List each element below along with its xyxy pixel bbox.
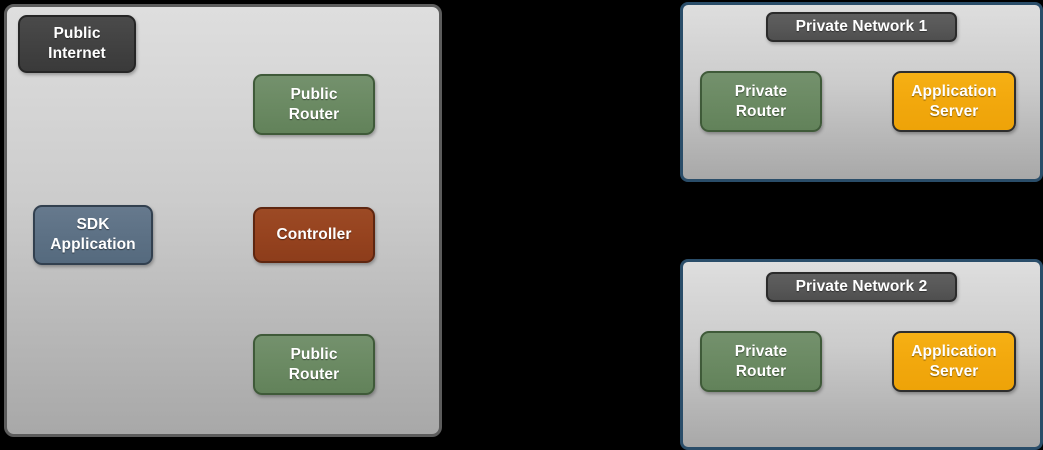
node-label-line-2: Server bbox=[929, 102, 979, 120]
node-label-line-1: SDK bbox=[76, 216, 110, 234]
node-label-line-1: Public bbox=[290, 85, 338, 103]
node-application-server-2[interactable]: Application Server bbox=[892, 331, 1016, 392]
node-public-router-2[interactable]: Public Router bbox=[253, 334, 375, 395]
private-network-2-panel: Private Network 2 Private Router Applica… bbox=[680, 259, 1043, 450]
node-label-line-1: Public bbox=[290, 345, 338, 363]
node-application-server-1[interactable]: Application Server bbox=[892, 71, 1016, 132]
node-label-line-1: Controller bbox=[276, 226, 352, 244]
node-label-line-2: Router bbox=[288, 365, 340, 383]
node-sdk-application[interactable]: SDK Application bbox=[33, 205, 153, 265]
private-network-2-title-badge: Private Network 2 bbox=[766, 272, 957, 302]
node-private-router-1[interactable]: Private Router bbox=[700, 71, 822, 132]
node-label-line-2: Application bbox=[50, 236, 136, 253]
node-public-router-1[interactable]: Public Router bbox=[253, 74, 375, 135]
private-network-1-title-badge: Private Network 1 bbox=[766, 12, 957, 42]
node-controller[interactable]: Controller bbox=[253, 207, 375, 263]
node-label-line-1: Public bbox=[53, 25, 101, 43]
node-public-internet[interactable]: Public Internet bbox=[18, 15, 136, 73]
node-label-line-2: Server bbox=[929, 362, 979, 380]
node-label-line-1: Application bbox=[911, 342, 997, 360]
node-label-line-2: Internet bbox=[48, 45, 106, 62]
node-private-router-2[interactable]: Private Router bbox=[700, 331, 822, 392]
node-label-line-2: Router bbox=[735, 102, 787, 120]
node-label-line-1: Private bbox=[734, 342, 788, 360]
public-zone-panel: Public Internet Public Router SDK Applic… bbox=[4, 4, 442, 437]
node-label-line-2: Router bbox=[735, 362, 787, 380]
node-label-line-2: Router bbox=[288, 105, 340, 123]
private-network-1-panel: Private Network 1 Private Router Applica… bbox=[680, 2, 1043, 182]
node-label-line-1: Private bbox=[734, 82, 788, 100]
node-label-line-1: Application bbox=[911, 82, 997, 100]
zone-title-label: Private Network 1 bbox=[795, 18, 928, 35]
zone-title-label: Private Network 2 bbox=[795, 278, 928, 295]
